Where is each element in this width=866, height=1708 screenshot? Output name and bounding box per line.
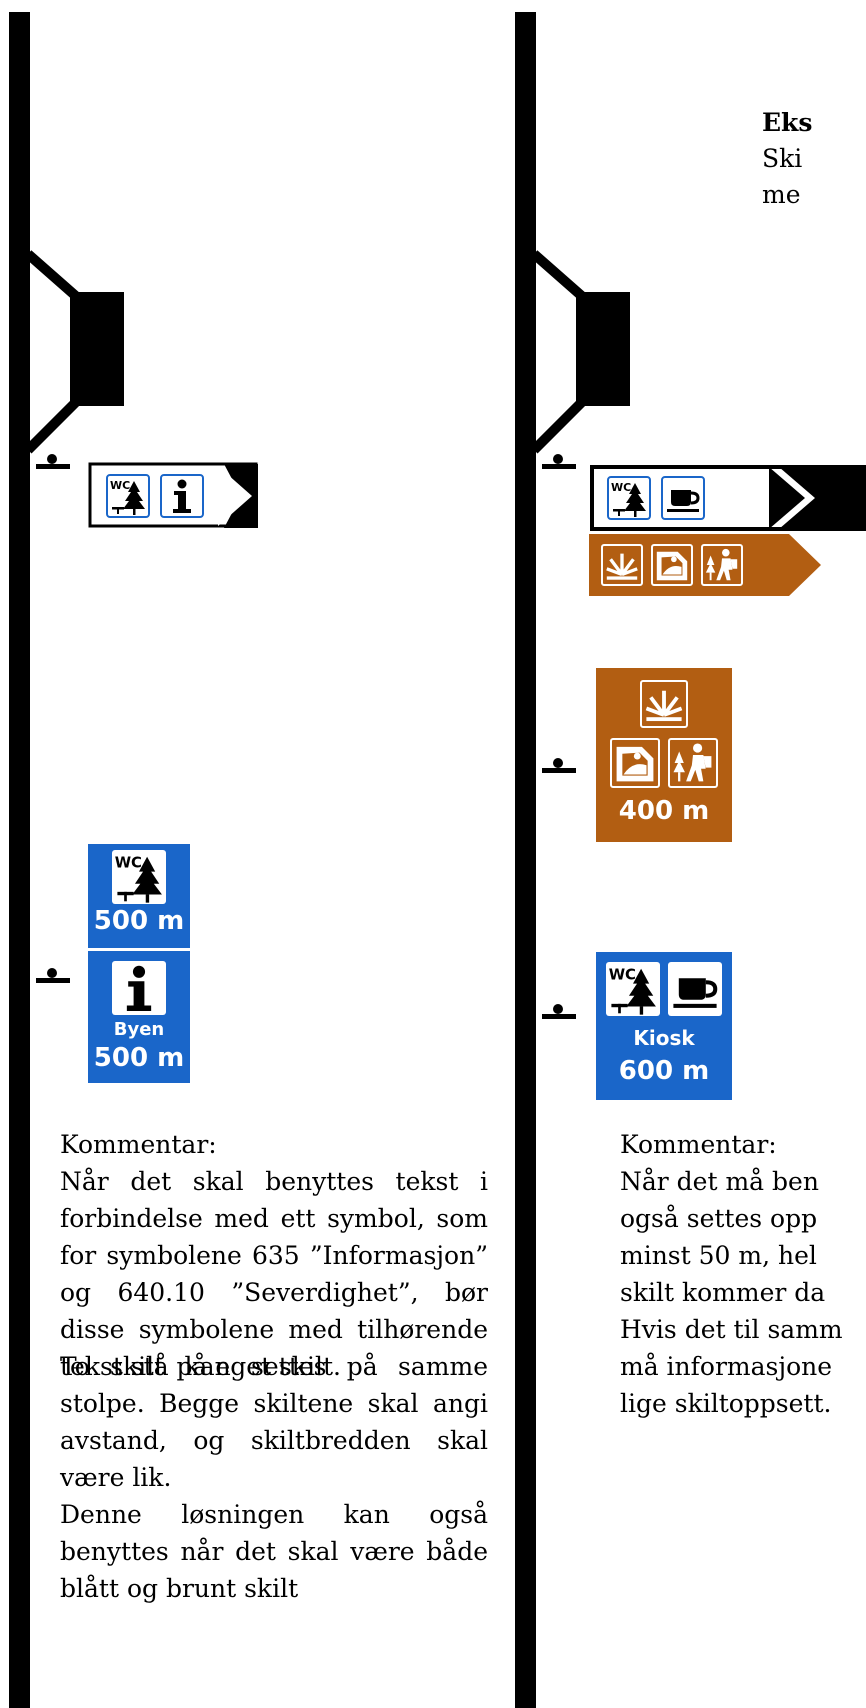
information-icon: [160, 474, 204, 518]
left-comment-paragraph-1: Når det skal benyttes tekst i forbindels…: [60, 1167, 488, 1381]
left-traffic-light-mount: [24, 250, 124, 454]
right-comment-line: må informasjone: [620, 1352, 833, 1381]
right-direction-sign-brown: [589, 534, 866, 596]
example-line-1: Ski: [762, 144, 803, 173]
sign-kiosk-label: Kiosk: [633, 1026, 695, 1050]
sign-wc-distance: 500 m: [93, 906, 185, 936]
right-comment-line: Hvis det til samm: [620, 1315, 843, 1344]
wc-rest-area-icon: [106, 474, 150, 518]
example-line-2: me: [762, 180, 801, 209]
sign-wc-500m: 500 m: [88, 844, 190, 948]
hiking-icon: [701, 544, 743, 586]
sign-info-place: Byen: [113, 1019, 165, 1040]
left-direction-sign-white: [88, 462, 260, 530]
right-comment-line: Når det må ben: [620, 1167, 819, 1196]
hiking-icon: [668, 738, 718, 788]
cafe-icon: [668, 962, 722, 1016]
sign-info-byen-500m: Byen 500 m: [88, 951, 190, 1083]
cafe-icon: [661, 476, 705, 520]
left-road-edge: [9, 12, 30, 1708]
left-post-marker-2: [36, 968, 70, 983]
right-traffic-light-mount: [530, 250, 630, 454]
attraction-icon: [601, 544, 643, 586]
example-heading: Eks: [762, 108, 813, 137]
right-direction-sign-white: [589, 464, 866, 532]
right-post-marker-3: [542, 1004, 576, 1019]
wc-rest-area-icon: [112, 850, 166, 904]
right-comment-heading: Kommentar:: [620, 1130, 777, 1159]
wc-rest-area-icon: [607, 476, 651, 520]
right-comment-line: skilt kommer da: [620, 1278, 826, 1307]
right-post-marker-2: [542, 758, 576, 773]
sign-kiosk-600m: Kiosk 600 m: [596, 952, 732, 1100]
right-post-marker-1: [542, 454, 576, 469]
left-comment-heading: Kommentar:: [60, 1130, 217, 1159]
left-comment-paragraph-3: Denne løsningen kan også benyttes når de…: [60, 1500, 488, 1603]
attraction-icon: [640, 680, 688, 728]
right-comment-body: Når det må ben også settes opp minst 50 …: [620, 1163, 866, 1422]
right-comment-line: også settes opp: [620, 1204, 818, 1233]
wc-rest-area-icon: [606, 962, 660, 1016]
right-road-edge: [515, 12, 536, 1708]
ski-area-icon: [610, 738, 660, 788]
sign-brown-400m: 400 m: [596, 668, 732, 842]
left-comment-paragraph-2: To skilt kan settes på samme stolpe. Beg…: [60, 1352, 488, 1492]
information-icon: [112, 961, 166, 1015]
ski-area-icon: [651, 544, 693, 586]
right-comment-line: lige skiltoppsett.: [620, 1389, 832, 1418]
right-comment-line: minst 50 m, hel: [620, 1241, 817, 1270]
sign-brown-distance: 400 m: [618, 796, 710, 826]
sign-kiosk-distance: 600 m: [618, 1056, 710, 1086]
sign-info-distance: 500 m: [93, 1043, 185, 1073]
left-post-marker-1: [36, 454, 70, 469]
